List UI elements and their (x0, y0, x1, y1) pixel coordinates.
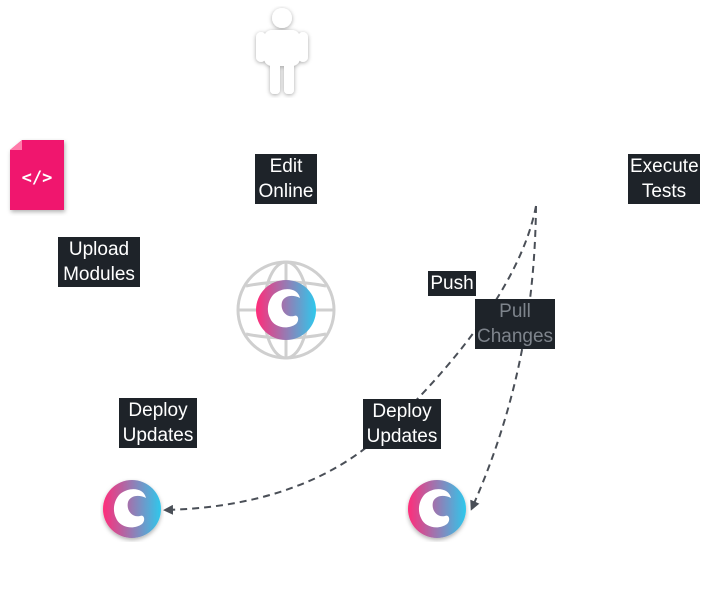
label-deploy-updates-left: Deploy Updates (119, 398, 197, 448)
label-edit-online: Edit Online (255, 154, 317, 204)
label-deploy-updates-right: Deploy Updates (363, 399, 441, 449)
code-glyph: </> (22, 168, 53, 188)
globe-icon (236, 260, 336, 360)
app-logo-icon (103, 480, 161, 538)
label-execute-tests: Execute Tests (628, 154, 700, 204)
label-push: Push (428, 271, 476, 296)
label-upload-modules: Upload Modules (58, 237, 140, 287)
app-logo-icon (408, 480, 466, 538)
app-logo-icon (256, 280, 316, 340)
label-pull-changes: Pull Changes (475, 299, 555, 349)
connector-pull-to-deploy-right (470, 205, 537, 511)
connector-push-to-deploy-left (163, 205, 537, 515)
person-icon (256, 8, 308, 94)
code-file-icon: </> (10, 140, 64, 210)
